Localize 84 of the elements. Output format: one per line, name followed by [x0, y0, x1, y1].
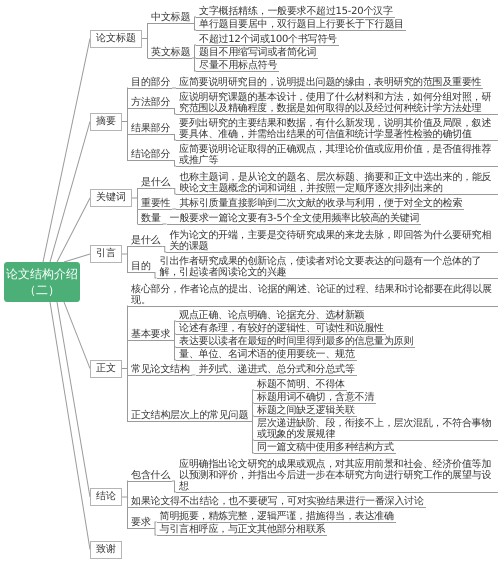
note-text: 也称主题词，是从论文的题名、层次标题、摘要和正文中选出来的，能反映论文主题概念的词和词组，并按照一定顺序逐次排列出来的 — [176, 172, 498, 194]
connector-line — [122, 254, 128, 273]
subtopic-text: 正文结构层次上的常见问题 — [128, 410, 250, 422]
note-text: 应说明研究课题的基本设计，使用了什么材料和方法，如何分组对照，研究范围以及精确程度，数据是如何取得的以及经过何种统计学方法处理 — [176, 92, 498, 114]
subtopic-text: 常见论文结构 — [128, 364, 192, 376]
subtopic-text: 重要性 — [138, 198, 172, 210]
topic-box: 致谢 — [90, 540, 122, 558]
connector-line — [172, 208, 177, 210]
subtopic-text: 是什么 — [138, 177, 172, 189]
connector-line — [172, 134, 176, 140]
connector-line — [42, 38, 90, 262]
note-text: 一般要求一篇论文要有3-5个全文使用频率比较高的关键词 — [166, 212, 422, 224]
topic-box: 正文 — [90, 360, 122, 378]
connector-line — [122, 121, 128, 161]
note-text: 观点正确、论点明确、论据充分、选材新颖 — [176, 310, 366, 322]
connector-line — [56, 198, 90, 262]
connector-line — [56, 302, 90, 498]
connector-line — [172, 334, 176, 341]
note-text: 应明确指出论文研究的成果或观点，对其应用前景和社会、经济价值等加以预测和评价，并指出今后进一步在本研究方向进行研究工作的展望与设想 — [176, 458, 498, 492]
subtopic-text: 中文标题 — [148, 12, 192, 24]
subtopic-text: 结果部分 — [128, 123, 172, 135]
note-text: 如果论文得不出结论，也不要硬写，可对实验结果进行一番深入讨论 — [128, 496, 426, 508]
note-text: 标题不简明、不得体 — [254, 378, 347, 390]
connector-line — [132, 198, 138, 224]
note-text: 标题用词不确切，含意不清 — [254, 392, 376, 404]
subtopic-text: 基本要求 — [128, 329, 172, 341]
note-text: 应简要说明研究目的，说明提出问题的缘由，表明研究的范围及重要性 — [176, 76, 484, 88]
central-topic-box: 论文结构介绍（二） — [4, 262, 80, 302]
note-text: 论述有条理，有较好的逻辑性、可读性和说服性 — [176, 322, 386, 334]
note-text: 不超过12个词或100个书写符号 — [196, 34, 339, 46]
note-text: 与引言相呼应，与正文其他部分相联系 — [156, 524, 328, 536]
note-text: 作为论文的开端，主要是交待研究成果的来龙去脉，即回答为什么要研究相关的课题 — [166, 230, 498, 252]
connector-line — [250, 421, 254, 454]
subtopic-text: 数量 — [138, 212, 162, 224]
subtopic-text: 英文标题 — [148, 46, 192, 58]
note-text: 引出作者研究成果的创新论点，使读者对论文要表达的问题有一个总体的了解，引起读者阅读论文的兴趣 — [156, 256, 498, 278]
connector-line — [142, 38, 148, 58]
note-text: 量、单位、名词术语的使用要统一、规范 — [176, 348, 356, 360]
connector-line — [172, 188, 177, 194]
connector-line — [50, 302, 90, 550]
topic-box: 摘要 — [90, 112, 122, 130]
subtopic-text: 包含什么 — [128, 470, 172, 482]
note-text: 并列式、递进式、总分式和分总式等 — [196, 364, 356, 376]
connector-line — [152, 522, 157, 529]
connector-line — [162, 246, 167, 252]
note-text: 尽量不用标点符号 — [196, 60, 279, 72]
connector-line — [50, 121, 90, 262]
note-text: 文字概括精练，一般要求不超过15-20个汉字 — [196, 6, 395, 18]
note-text: 其标引质量直接影响到二次文献的收录与利用，便于对全文的检索 — [176, 198, 464, 210]
connector-line — [172, 160, 176, 166]
note-text: 题目不用缩写词或者简化词 — [196, 46, 318, 58]
topic-box: 关键词 — [90, 189, 132, 207]
connector-line — [152, 272, 157, 278]
note-text: 同一篇文稿中使用多种结构方式 — [254, 442, 396, 454]
topic-box: 结论 — [90, 488, 122, 506]
note-text: 核心部分，作者论点的提出、论据的阐述、论证的过程、结果和讨论都要在此得以展现。 — [128, 284, 498, 306]
note-text: 标题之间缺乏逻辑关联 — [254, 404, 356, 416]
topic-box: 论文标题 — [90, 30, 142, 48]
connector-line — [192, 23, 196, 30]
subtopic-text: 目的 — [128, 261, 152, 273]
subtopic-text: 方法部分 — [128, 97, 172, 109]
subtopic-text: 结论部分 — [128, 149, 172, 161]
subtopic-text: 要求 — [128, 517, 152, 529]
connector-line — [64, 302, 90, 369]
connector-line — [172, 108, 176, 114]
note-text: 表达要以读者在最短的时间里得到最多的信息量为原则 — [176, 336, 415, 348]
connector-line — [172, 340, 176, 360]
connector-line — [192, 44, 196, 58]
topic-box: 引言 — [90, 245, 122, 263]
connector-line — [192, 58, 196, 72]
connector-line — [122, 496, 128, 529]
connector-line — [152, 528, 157, 536]
subtopic-text: 是什么 — [128, 235, 162, 247]
subtopic-text: 目的部分 — [128, 76, 172, 88]
connector-line — [172, 480, 176, 492]
note-text: 层次递进缺阶、段，衔接不上，层次混乱，不符合事物或现象的发展规律 — [254, 418, 498, 440]
note-text: 要列出研究的主要结果和数据，有什么新发现，说明其价值及局限，叙述要具体、准确，并需给出结果的可信值和统计学显著性检验的确切值 — [176, 118, 498, 140]
connector-line — [250, 416, 254, 422]
note-text: 应简要说明论证取得的正确观点，其理论价值或应用价值，是否值得推荐或推广等 — [176, 144, 498, 166]
note-text: 简明扼要，精炼完整，逻辑严谨，措施得当，表达准确 — [156, 510, 396, 522]
connector-line — [192, 16, 196, 24]
connector-line — [191, 374, 196, 376]
connector-line — [64, 254, 90, 262]
note-text: 单行题目要居中，双行题目上行要长于下行题目 — [196, 18, 406, 30]
